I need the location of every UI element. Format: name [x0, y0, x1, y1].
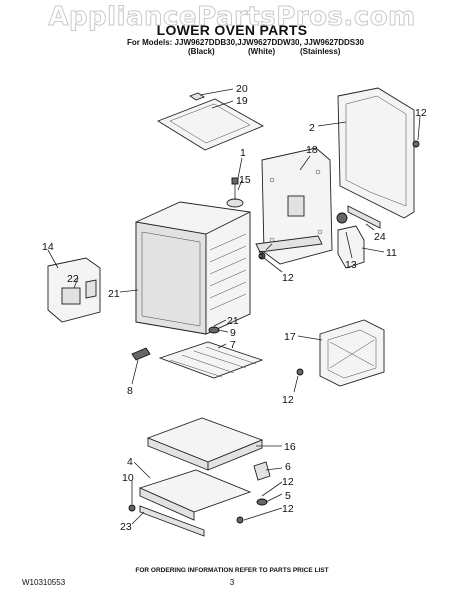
part-panel-17 [319, 319, 385, 387]
part-rear-wrapper [337, 87, 415, 219]
models-line: For Models: JJW9627DDB30,JJW9627DDW30, J… [127, 38, 364, 47]
callout-21-b: 21 [227, 315, 239, 327]
callout-12-d: 12 [282, 476, 294, 488]
watermark: AppliancePartsPros.com [48, 2, 416, 33]
oven-cavity [135, 201, 251, 335]
variant-white: (White) [248, 47, 276, 56]
callout-10: 10 [122, 472, 134, 484]
callout-12-c: 12 [282, 394, 294, 406]
callout-2: 2 [309, 122, 315, 134]
callout-19: 19 [236, 95, 248, 107]
part-brackets [336, 205, 381, 269]
callout-1: 1 [240, 147, 246, 159]
part-bottom-16 [146, 417, 264, 471]
diagram-title: LOWER OVEN PARTS [156, 22, 308, 38]
variant-black: (Black) [188, 47, 215, 56]
screws [128, 140, 420, 524]
callout-12-b: 12 [282, 272, 294, 284]
part-rack-7 [158, 341, 264, 379]
callout-8: 8 [127, 385, 133, 397]
callout-12-e: 12 [282, 503, 294, 515]
callout-7: 7 [230, 339, 236, 351]
callout-4: 4 [127, 456, 133, 468]
callout-21-a: 21 [108, 288, 120, 300]
ordering-note: FOR ORDERING INFORMATION REFER TO PARTS … [135, 567, 329, 574]
callout-11: 11 [386, 247, 397, 259]
part-tray-4 [138, 469, 252, 521]
callout-17: 17 [284, 331, 296, 343]
callout-24: 24 [374, 231, 386, 243]
part-bar-23 [139, 505, 205, 537]
part-small-9 [208, 326, 220, 334]
callout-6: 6 [285, 461, 291, 473]
callout-15: 15 [239, 174, 251, 186]
document-number: W10310553 [22, 578, 66, 587]
part-bar-3 [255, 235, 323, 253]
page-number: 3 [229, 578, 235, 587]
callout-20: 20 [236, 83, 248, 95]
callout-9: 9 [230, 327, 236, 339]
callout-14: 14 [42, 241, 54, 253]
callout-23: 23 [120, 521, 132, 533]
leader-lines [47, 88, 421, 525]
part-bracket-6 [253, 461, 271, 506]
part-bolts-1-15 [226, 177, 244, 208]
part-back-panel [261, 147, 333, 265]
callout-22: 22 [67, 273, 79, 285]
callout-18: 18 [306, 144, 318, 156]
callout-5: 5 [285, 490, 291, 502]
callout-16: 16 [284, 441, 296, 453]
callout-13: 13 [345, 259, 357, 271]
part-light-housing [47, 257, 101, 323]
callout-3: 3 [258, 249, 264, 261]
variant-stainless: (Stainless) [300, 47, 341, 56]
callout-12-a: 12 [415, 107, 427, 119]
part-slide-8 [131, 347, 151, 361]
